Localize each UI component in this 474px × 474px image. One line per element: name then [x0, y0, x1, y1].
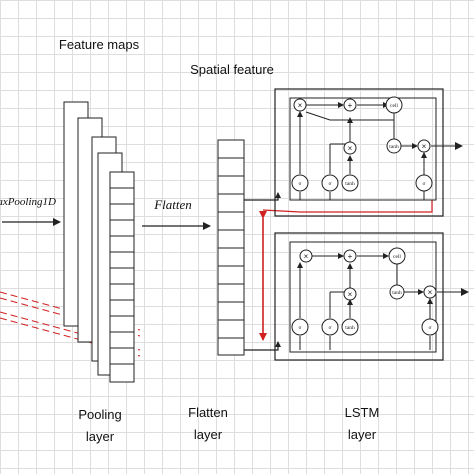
- feature-maps-label: Feature maps: [58, 37, 140, 52]
- pooling-layer-label: Pooling layer: [60, 406, 140, 446]
- gate-sigma-3: σ: [423, 181, 426, 187]
- lstm-cell-top: [274, 88, 463, 217]
- gate-sigma-4: σ: [299, 325, 302, 331]
- pooling-layer-line2: layer: [85, 429, 115, 444]
- gate-sigma-2: σ: [329, 181, 332, 187]
- pooling-map-5: [109, 171, 135, 383]
- gate-tanh-1: tanh: [345, 181, 355, 187]
- gate-sigma-5: σ: [329, 325, 332, 331]
- tanh-out-1: tanh: [389, 144, 399, 150]
- tanh-out-2: tanh: [392, 290, 402, 296]
- pooling-layer-line1: Pooling: [78, 407, 122, 422]
- flatten-op-label: Flatten: [154, 197, 192, 212]
- flatten-layer-line2: layer: [193, 427, 223, 442]
- gate-sigma-1: σ: [299, 181, 302, 187]
- lstm-layer-line1: LSTM: [344, 405, 380, 420]
- pooling-front-cells: [110, 187, 134, 365]
- mul-op-4: ×: [304, 252, 309, 261]
- mul-op-1: ×: [298, 101, 303, 110]
- mul-op-3: ×: [422, 142, 427, 151]
- gate-sigma-6: σ: [429, 325, 432, 331]
- cell-state-1: cell: [390, 103, 398, 109]
- spatial-feature-label: Spatial feature: [190, 62, 274, 77]
- lstm-cell-bottom: [274, 232, 469, 361]
- maxpool-label: MaxPooling1D: [0, 196, 56, 208]
- cell-state-2: cell: [393, 254, 401, 260]
- add-op-1: +: [348, 101, 353, 110]
- lstm-layer-label: LSTM layer: [322, 404, 402, 444]
- gate-tanh-2: tanh: [345, 325, 355, 331]
- pooling-stack: [63, 101, 135, 383]
- lstm-layer-line2: layer: [347, 427, 377, 442]
- mul-op-5: ×: [348, 290, 353, 299]
- flatten-vector: [217, 139, 245, 356]
- flatten-layer-label: Flatten layer: [168, 404, 248, 444]
- mul-op-2: ×: [348, 144, 353, 153]
- flatten-to-lstm-connectors: [244, 192, 281, 351]
- add-op-2: +: [348, 252, 353, 261]
- mul-op-6: ×: [428, 288, 433, 297]
- red-top-connector: [262, 200, 433, 213]
- flatten-layer-line1: Flatten: [188, 405, 228, 420]
